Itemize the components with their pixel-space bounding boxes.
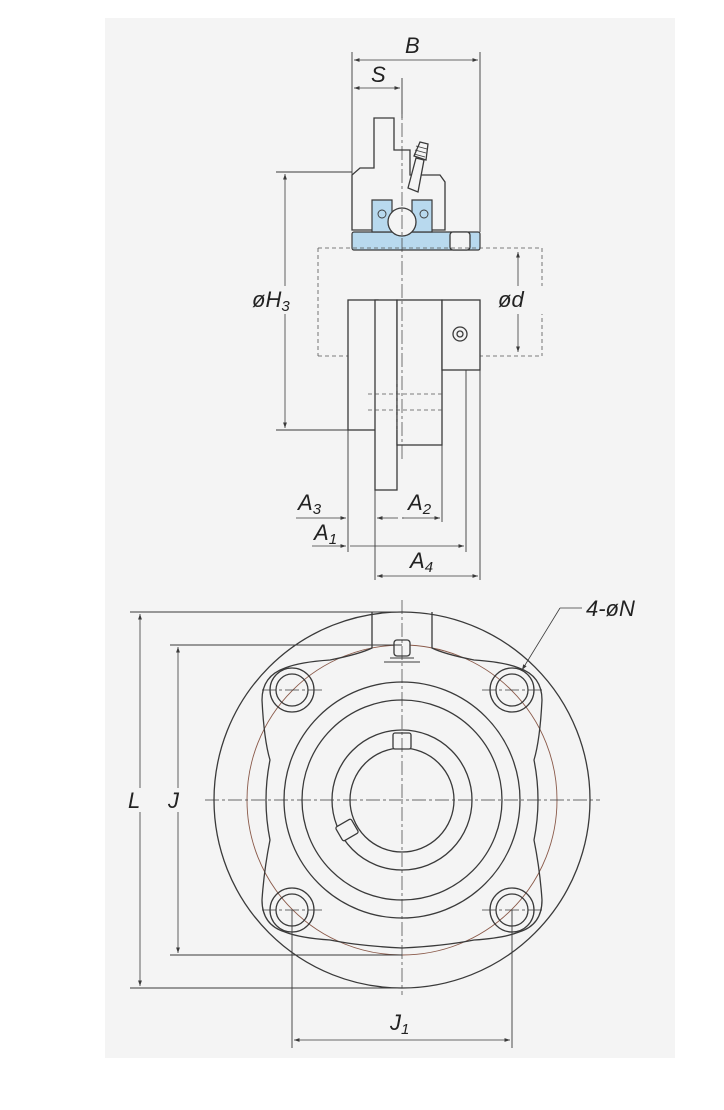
label-d: ød <box>498 287 524 312</box>
dimension-a2: A2 <box>402 490 440 520</box>
dimension-j1: J1 <box>291 910 513 1048</box>
label-l: L <box>128 788 140 813</box>
grease-nipple <box>407 141 429 193</box>
label-h3: øH3 <box>252 287 290 315</box>
dimension-b: B <box>351 33 481 232</box>
label-b: B <box>405 33 420 58</box>
label-s: S <box>371 62 386 87</box>
label-n: 4-øN <box>586 596 635 621</box>
dimension-a1: A1 <box>312 520 464 548</box>
front-view: L J J1 4-øN <box>126 596 635 1048</box>
label-a4: A4 <box>408 548 433 576</box>
label-j1: J1 <box>389 1010 409 1038</box>
dimension-n: 4-øN <box>521 596 635 671</box>
dimension-h3: øH3 <box>250 171 352 431</box>
side-view: B S <box>250 33 544 580</box>
label-a1: A1 <box>312 520 337 548</box>
housing-lower <box>347 299 481 491</box>
label-j: J <box>167 788 180 813</box>
set-screw-icon <box>449 231 471 251</box>
dimension-d: ød <box>496 252 544 352</box>
dimension-l: L <box>126 611 402 989</box>
housing-section <box>351 117 481 251</box>
dimension-a3: A3 <box>296 490 398 520</box>
label-a2: A2 <box>406 490 432 518</box>
dimension-j: J <box>165 644 402 956</box>
set-screw-side-icon <box>335 818 359 842</box>
dimension-a4: A4 <box>377 548 478 578</box>
dimension-s: S <box>354 62 403 118</box>
label-a3: A3 <box>296 490 322 518</box>
